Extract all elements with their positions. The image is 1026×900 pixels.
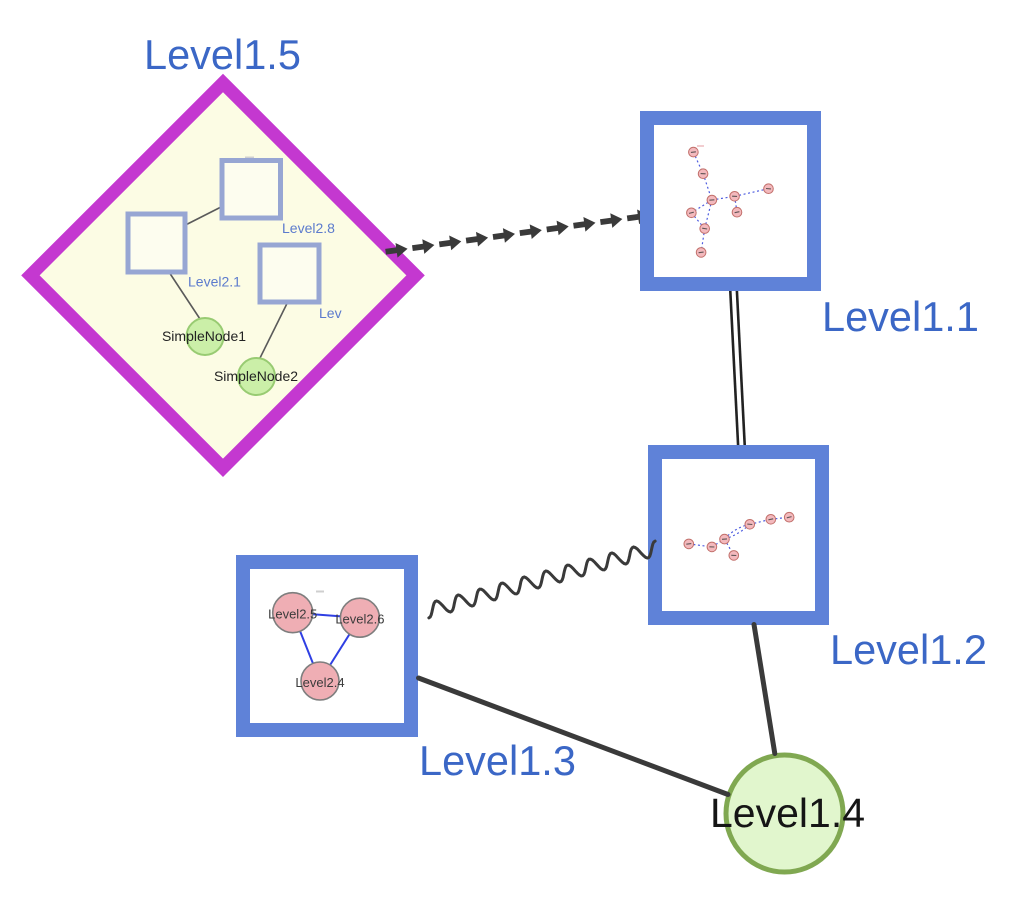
label-level2-5: Level2.5: [268, 607, 317, 622]
node-simplenode1[interactable]: [185, 317, 225, 356]
mini-node-text-smudge: [690, 151, 696, 153]
arrow-dash-glyph[interactable]: [518, 222, 543, 241]
mini-edge[interactable]: [749, 518, 771, 525]
mini-node[interactable]: [706, 541, 718, 553]
node-level1-3[interactable]: Level2.5 Level2.6 Level2.4: [236, 555, 418, 737]
label-level1-1: Level1.1: [822, 293, 979, 340]
mini-edge[interactable]: [734, 188, 769, 197]
box-inner: [654, 125, 807, 277]
mini-edge[interactable]: [724, 523, 750, 540]
mini-node-text-smudge: [702, 227, 708, 230]
label-simplenode1: SimpleNode1: [162, 328, 246, 344]
node-level1-1[interactable]: [640, 111, 821, 291]
label-level1-4: Level1.4: [710, 790, 865, 836]
mini-node-text-smudge: [698, 251, 704, 254]
arrow-dash-glyph[interactable]: [411, 237, 436, 256]
mini-edge[interactable]: [690, 212, 706, 229]
label-level2-8: Level2.8: [282, 220, 335, 236]
label-lev: Lev: [319, 305, 342, 321]
node-level1-4[interactable]: [723, 752, 846, 875]
mini-node[interactable]: [719, 533, 730, 545]
edge-level12-level14[interactable]: [751, 622, 778, 756]
edge-level11-level12[interactable]: [728, 288, 747, 448]
node-level2-8[interactable]: [219, 158, 283, 221]
label-level1-5: Level1.5: [144, 31, 301, 78]
node-lev[interactable]: [257, 242, 322, 305]
label-level2-4: Level2.4: [295, 675, 344, 690]
edge-level15-level11[interactable]: [384, 208, 651, 260]
node-simplenode2[interactable]: [237, 357, 276, 396]
edge-level21-level28[interactable]: [185, 205, 223, 226]
double-line-stroke[interactable]: [735, 288, 747, 447]
node-level2-6[interactable]: [339, 597, 381, 639]
mini-node[interactable]: [695, 247, 707, 258]
mini-node-text-smudge: [686, 543, 692, 545]
label-level2-1: Level2.1: [188, 274, 241, 290]
mini-node-text-smudge: [768, 518, 774, 521]
label-level2-6: Level2.6: [335, 612, 384, 627]
arrow-dash-glyph[interactable]: [465, 230, 490, 249]
mini-node-text-smudge: [786, 516, 792, 519]
node-level1-5[interactable]: Level2.8 Level2.1 Lev SimpleNode1 Simple…: [21, 73, 425, 477]
mini-node[interactable]: [744, 519, 756, 530]
mini-node[interactable]: [706, 194, 718, 206]
mini-node[interactable]: [699, 223, 711, 234]
node-level2-5[interactable]: [271, 591, 314, 634]
box-inner: [662, 459, 815, 611]
edge-lev-simplenode2[interactable]: [258, 302, 289, 360]
mini-node-text-smudge: [688, 211, 694, 214]
mini-node[interactable]: [683, 538, 695, 550]
label-level1-3: Level1.3: [419, 737, 576, 784]
arrow-dash-glyph[interactable]: [545, 219, 570, 237]
mini-node[interactable]: [729, 191, 740, 202]
box-inner: [250, 569, 404, 723]
mini-node-text-smudge: [734, 211, 740, 214]
double-line-stroke[interactable]: [728, 289, 740, 448]
node-level2-1[interactable]: [125, 211, 188, 275]
mini-node[interactable]: [688, 146, 699, 158]
mini-node[interactable]: [763, 183, 774, 194]
mini-node[interactable]: [731, 206, 743, 218]
edge-level21-simplenode1[interactable]: [168, 271, 201, 320]
mini-node[interactable]: [765, 514, 777, 525]
mini-node[interactable]: [728, 550, 740, 561]
diamond-shape[interactable]: [21, 73, 425, 477]
node-level2-4[interactable]: [300, 661, 340, 701]
label-simplenode2: SimpleNode2: [214, 368, 298, 384]
mini-node[interactable]: [686, 207, 697, 219]
label-level1-2: Level1.2: [830, 626, 987, 673]
arrow-dash-glyph[interactable]: [572, 215, 597, 234]
edge-level13-level12[interactable]: [427, 539, 657, 620]
arrow-dash-glyph[interactable]: [599, 211, 624, 230]
mini-edge[interactable]: [724, 523, 751, 540]
mini-node[interactable]: [783, 511, 795, 523]
edge-level13-level14[interactable]: [416, 675, 731, 797]
arrow-dash-glyph[interactable]: [438, 234, 463, 252]
mini-node[interactable]: [697, 168, 709, 179]
arrow-dash-glyph[interactable]: [491, 226, 517, 245]
node-level1-2[interactable]: [648, 445, 829, 625]
